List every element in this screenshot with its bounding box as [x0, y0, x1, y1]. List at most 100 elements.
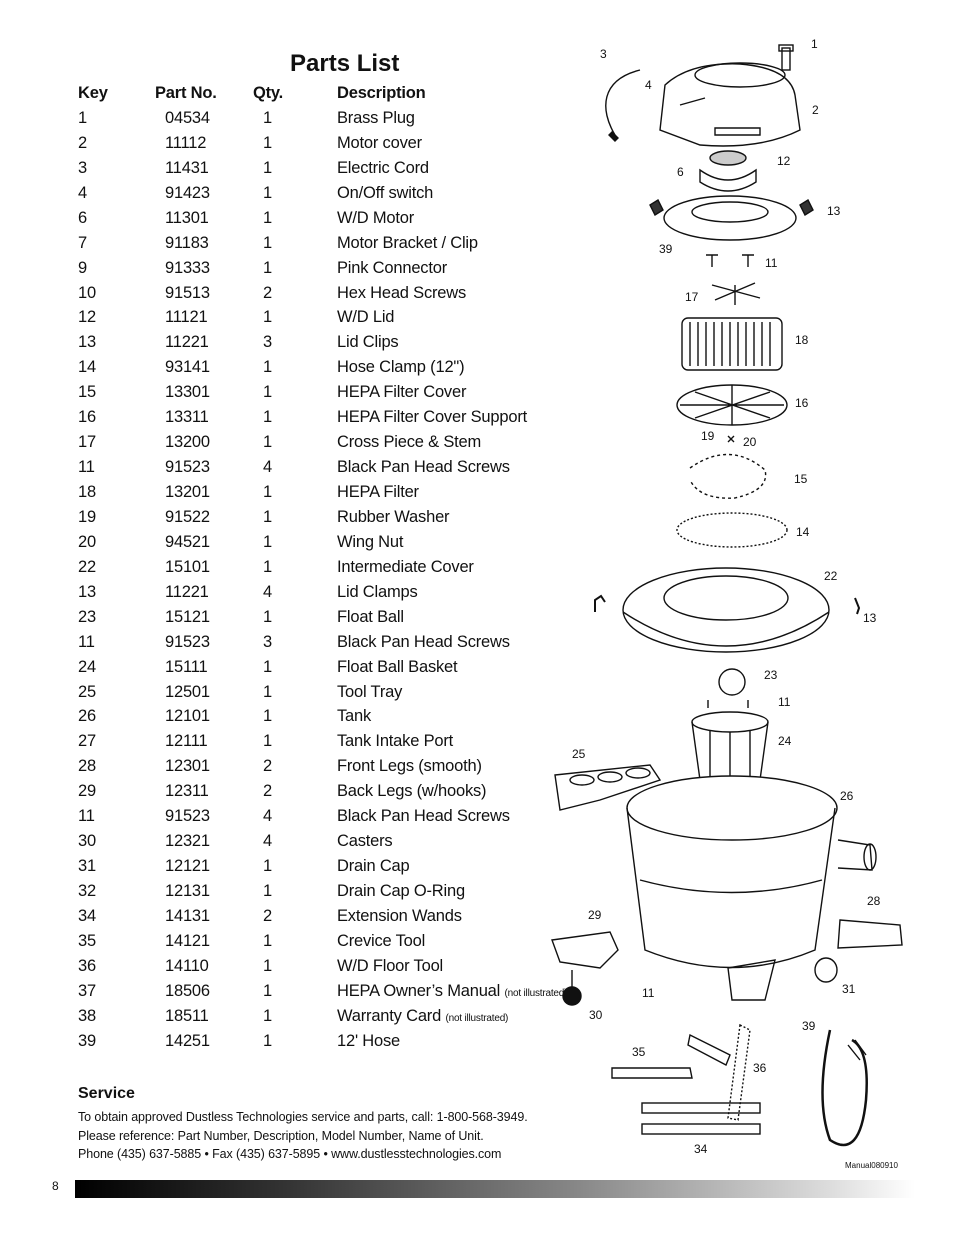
- part-number: 14251: [165, 1031, 210, 1050]
- part-key: 13: [78, 333, 96, 352]
- part-key: 17: [78, 433, 96, 452]
- part-qty: 4: [263, 832, 272, 851]
- part-description: Brass Plug: [337, 108, 415, 127]
- part-number: 91333: [165, 258, 210, 277]
- service-heading: Service: [78, 1085, 135, 1102]
- part-description: On/Off switch: [337, 183, 434, 202]
- hose-clamp-drawing: [676, 512, 788, 548]
- part-qty: 1: [263, 183, 272, 202]
- page-title: Parts List: [290, 50, 400, 77]
- part-key: 32: [78, 882, 96, 900]
- part-number: 11121: [165, 308, 208, 327]
- callout-label: 23: [764, 668, 778, 682]
- part-number: 11221: [165, 582, 209, 601]
- part-description: Tank Intake Port: [337, 732, 454, 751]
- callout-label: 3: [600, 47, 607, 61]
- part-key: 7: [78, 233, 87, 252]
- part-qty: 1: [263, 208, 272, 227]
- part-qty: 1: [263, 233, 272, 252]
- part-number: 18511: [165, 1006, 209, 1025]
- part-qty: 2: [263, 283, 272, 302]
- part-qty: 2: [263, 906, 272, 925]
- part-description: Drain Cap: [337, 857, 410, 876]
- part-description: Tool Tray: [337, 682, 403, 701]
- part-key: 34: [78, 906, 96, 925]
- callout-label: 15: [794, 472, 808, 486]
- part-description: Rubber Washer: [337, 507, 450, 526]
- manual-code: Manual080910: [845, 1161, 898, 1170]
- callout-label: 1: [811, 37, 818, 51]
- part-key: 10: [78, 283, 96, 302]
- footer-gradient-bar: [75, 1180, 915, 1198]
- part-qty: 1: [263, 433, 272, 452]
- part-qty: 1: [263, 707, 272, 726]
- part-description: Front Legs (smooth): [337, 757, 482, 776]
- lid-plate-drawing: [663, 195, 797, 241]
- part-key: 36: [78, 956, 96, 975]
- part-key: 4: [78, 183, 87, 202]
- part-description: W/D Motor: [337, 208, 415, 227]
- part-description: Hex Head Screws: [337, 283, 467, 302]
- part-number: 12131: [165, 882, 210, 900]
- part-description: Casters: [337, 832, 393, 851]
- part-key: 18: [78, 483, 96, 501]
- callout-label: 6: [677, 165, 684, 179]
- callout-label: 31: [842, 982, 856, 996]
- part-qty: 1: [263, 1006, 272, 1025]
- not-illustrated-note: (not illustrated): [445, 1012, 509, 1024]
- part-qty: 1: [263, 882, 272, 900]
- part-qty: 1: [263, 682, 272, 701]
- part-number: 94521: [165, 532, 210, 551]
- part-description: 12' Hose: [337, 1031, 401, 1050]
- callout-label: 11: [765, 256, 778, 270]
- part-description: HEPA Filter Cover Support: [337, 408, 528, 427]
- callout-label: 22: [824, 569, 838, 583]
- part-number: 13200: [165, 433, 210, 452]
- part-number: 91523: [165, 807, 210, 826]
- part-key: 38: [78, 1006, 96, 1025]
- part-qty: 4: [263, 458, 272, 477]
- part-qty: 1: [263, 358, 272, 377]
- part-description: Crevice Tool: [337, 931, 426, 950]
- part-qty: 4: [263, 807, 272, 826]
- callout-label: 13: [827, 204, 841, 218]
- drain-cap-drawing: [814, 957, 838, 983]
- page-number: 8: [52, 1179, 59, 1193]
- part-key: 31: [78, 857, 96, 876]
- part-number: 13201: [165, 483, 210, 501]
- part-qty: 1: [263, 931, 272, 950]
- part-description: Electric Cord: [337, 158, 429, 177]
- part-qty: 1: [263, 1031, 272, 1050]
- part-qty: 1: [263, 133, 272, 152]
- electric-cord-drawing: [605, 69, 641, 136]
- part-number: 04534: [165, 108, 210, 127]
- part-key: 35: [78, 931, 96, 950]
- part-description: Black Pan Head Screws: [337, 807, 510, 826]
- part-description: Drain Cap O-Ring: [337, 882, 465, 900]
- header-description: Description: [337, 84, 426, 102]
- part-key: 6: [78, 208, 87, 227]
- intake-port-drawing: [837, 839, 873, 871]
- part-number: 15111: [165, 657, 208, 676]
- caster-drawing: [562, 986, 582, 1006]
- part-key: 11: [78, 632, 95, 651]
- table-row: 32 12131 1 Drain Cap O-Ring: [78, 882, 578, 907]
- callout-label: 14: [796, 525, 810, 539]
- part-qty: 1: [263, 732, 272, 751]
- part-qty: 4: [263, 582, 272, 601]
